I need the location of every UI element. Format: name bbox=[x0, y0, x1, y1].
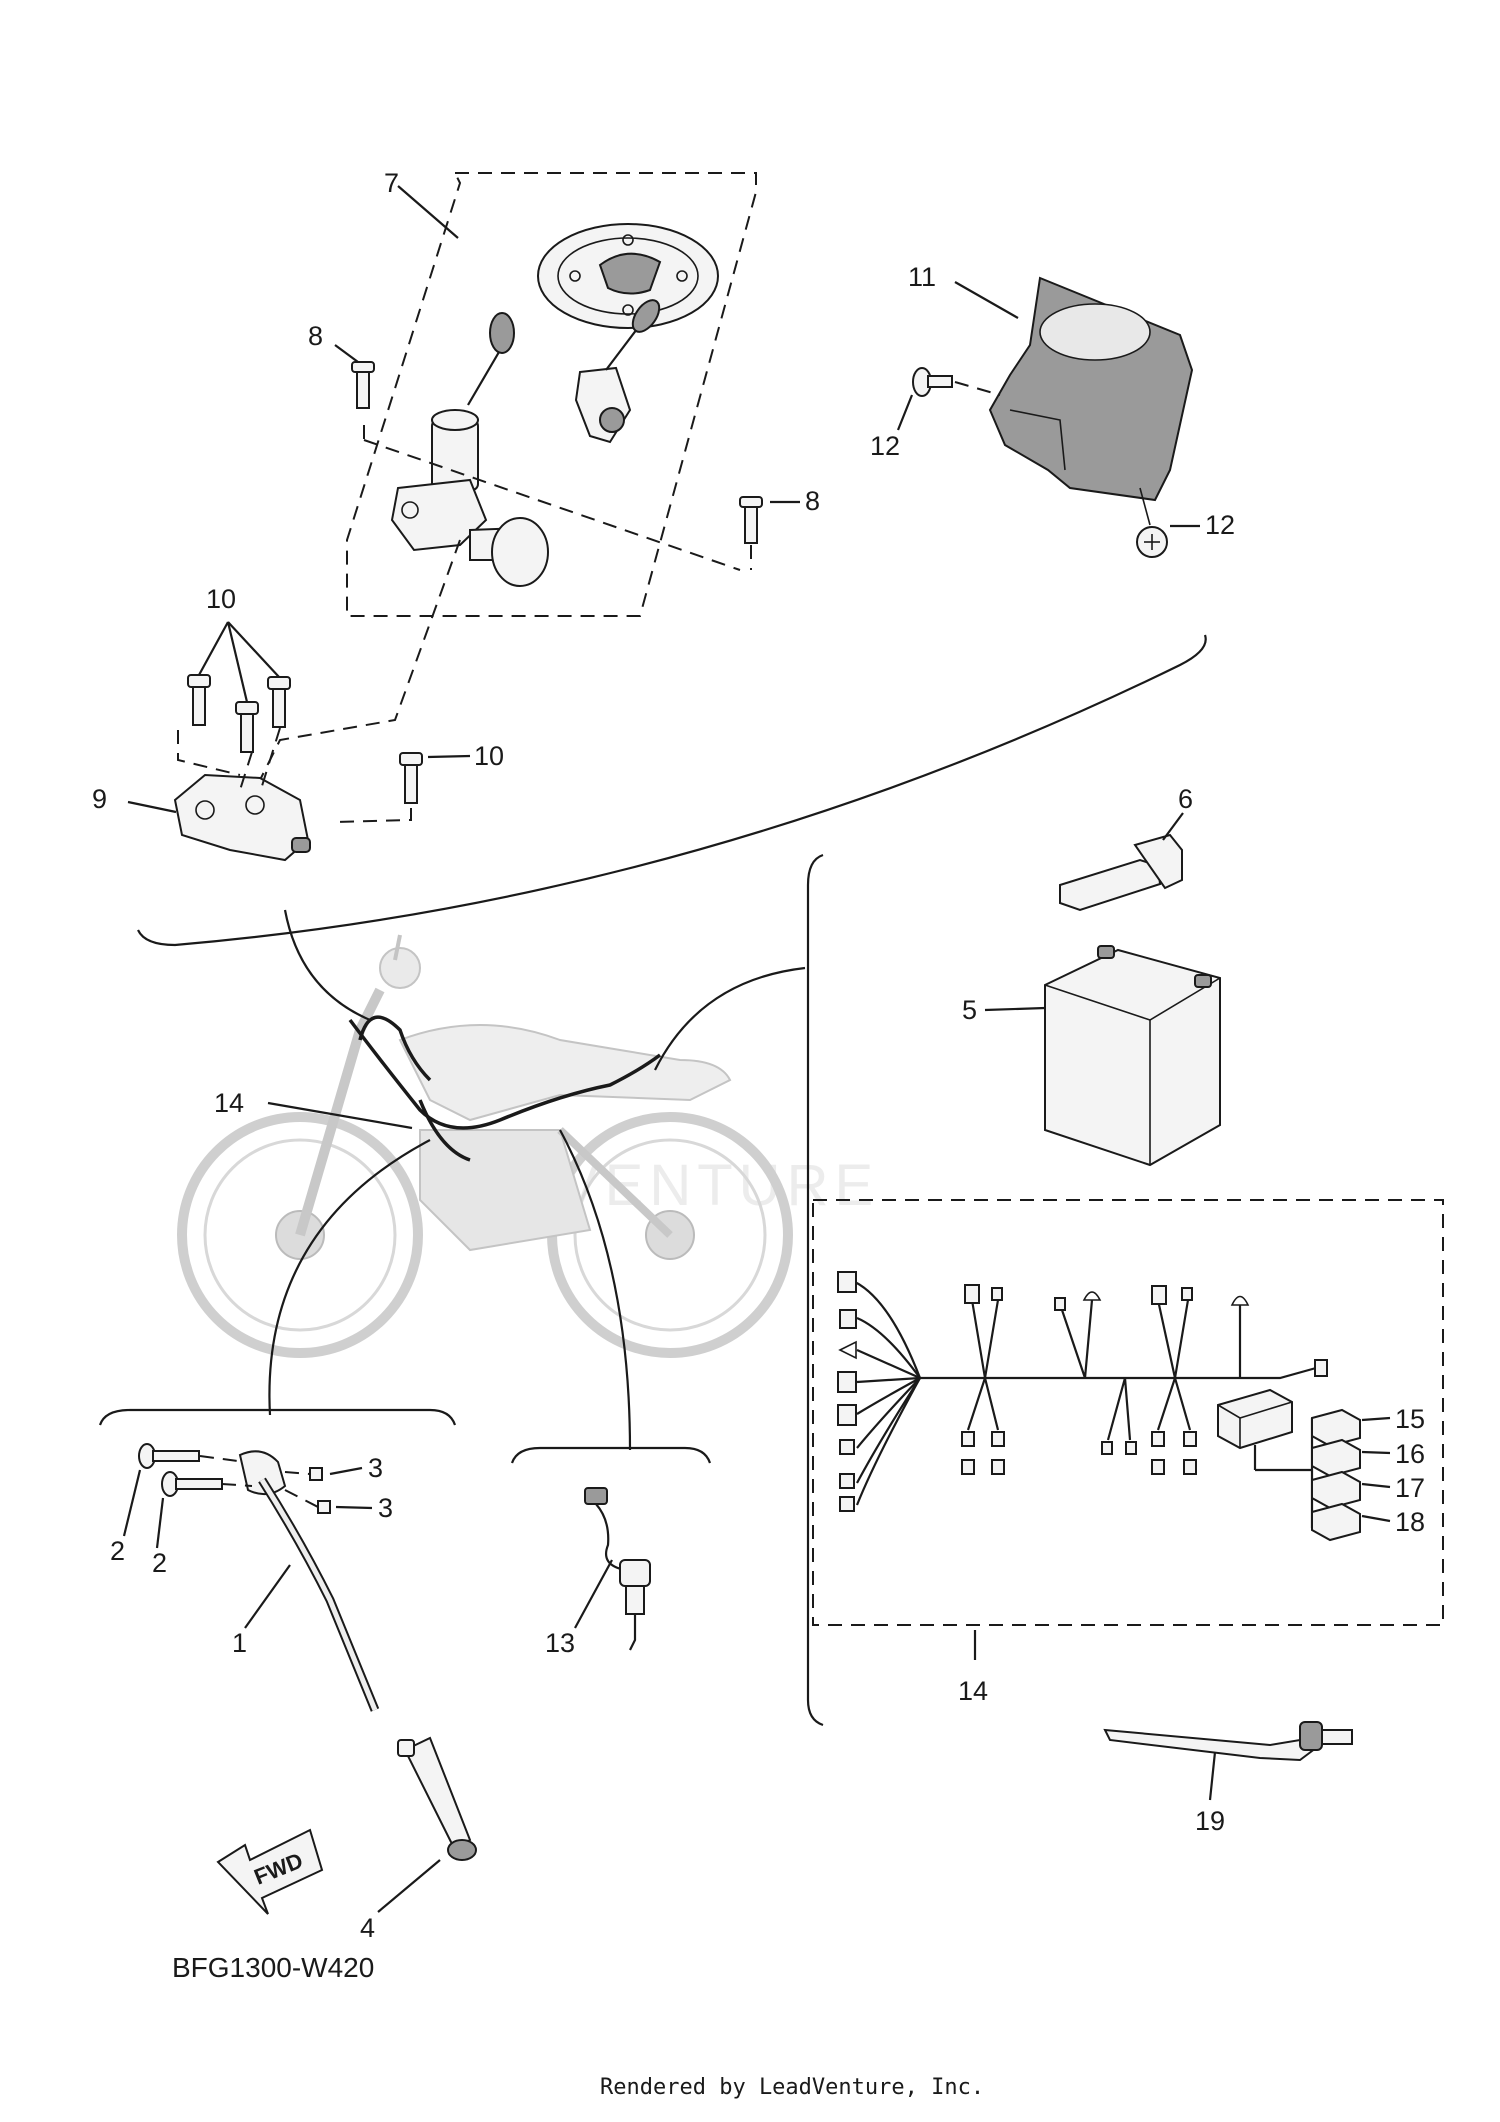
fuse-17 bbox=[1311, 1470, 1361, 1510]
fuse-18 bbox=[1311, 1502, 1361, 1542]
separator-right bbox=[806, 853, 824, 1727]
callout-1: 1 bbox=[232, 1628, 247, 1658]
separator-left bbox=[98, 1408, 457, 1426]
bolt-10-b bbox=[235, 701, 259, 753]
harness-connectors-mid bbox=[961, 1284, 1328, 1475]
callout-11: 11 bbox=[908, 262, 936, 292]
bolt-10-c bbox=[267, 676, 291, 728]
clamp-19 bbox=[1103, 1721, 1353, 1762]
wire-harness-14 bbox=[837, 1271, 1391, 1542]
callout-9: 9 bbox=[92, 784, 107, 814]
callout-12-right: 12 bbox=[1205, 510, 1235, 540]
watermark-text: VENTURE bbox=[560, 1153, 879, 1218]
fuse-box bbox=[1217, 1388, 1314, 1528]
cover-group-11 bbox=[896, 276, 1200, 558]
fuse-16 bbox=[1311, 1438, 1361, 1478]
fuel-cap bbox=[537, 223, 719, 329]
callout-2-a: 2 bbox=[110, 1536, 125, 1566]
screw-8-left bbox=[351, 361, 375, 409]
callout-14-kit: 14 bbox=[958, 1676, 988, 1706]
key bbox=[467, 312, 515, 406]
main-switch-group bbox=[259, 172, 800, 781]
bolt-2-b bbox=[161, 1471, 223, 1497]
fwd-arrow-icon: FWD bbox=[216, 1828, 324, 1915]
bolt-10-d bbox=[399, 752, 423, 804]
callout-18: 18 bbox=[1395, 1507, 1425, 1537]
collar-3-a bbox=[309, 1467, 323, 1481]
screw-12-right bbox=[1136, 526, 1168, 558]
callout-15: 15 bbox=[1395, 1404, 1425, 1434]
screw-12-left bbox=[912, 367, 953, 397]
fuse-15 bbox=[1311, 1408, 1361, 1448]
callout-8-left: 8 bbox=[308, 321, 323, 351]
separator-top bbox=[137, 634, 1207, 947]
motorcycle-illustration bbox=[177, 934, 793, 1358]
battery-band-6 bbox=[1059, 833, 1183, 912]
callout-14-bike: 14 bbox=[214, 1088, 244, 1118]
callout-19: 19 bbox=[1195, 1806, 1225, 1836]
cable-1-group bbox=[122, 1443, 477, 1913]
bolt-2-a bbox=[138, 1443, 200, 1469]
sensor-13 bbox=[574, 1487, 651, 1651]
callout-2-b: 2 bbox=[152, 1548, 167, 1578]
callout-3-b: 3 bbox=[378, 1493, 393, 1523]
callout-3-a: 3 bbox=[368, 1453, 383, 1483]
harness-on-bike bbox=[348, 1018, 662, 1130]
harness-kit-outline-14 bbox=[812, 1199, 1444, 1626]
diagram-code: BFG1300-W420 bbox=[172, 1952, 374, 1983]
bracket-group-9 bbox=[127, 621, 471, 862]
kit-outline-7 bbox=[346, 172, 757, 617]
footer-credit: Rendered by LeadVenture, Inc. bbox=[600, 2075, 984, 2100]
callout-10-top: 10 bbox=[206, 584, 236, 614]
callout-7: 7 bbox=[384, 168, 399, 198]
screw-8-right bbox=[739, 496, 763, 544]
bracket-9 bbox=[173, 773, 310, 862]
cap-lock bbox=[574, 299, 661, 444]
plug-cap-4 bbox=[397, 1736, 477, 1861]
harness-connectors-left bbox=[837, 1271, 857, 1512]
battery-5 bbox=[1044, 945, 1221, 1167]
callout-13: 13 bbox=[545, 1628, 575, 1658]
collar-3-b bbox=[317, 1500, 331, 1514]
callout-5: 5 bbox=[962, 995, 977, 1025]
bolt-10-a bbox=[187, 674, 211, 726]
callout-17: 17 bbox=[1395, 1473, 1425, 1503]
callout-16: 16 bbox=[1395, 1439, 1425, 1469]
callout-10-right: 10 bbox=[474, 741, 504, 771]
callout-4: 4 bbox=[360, 1913, 375, 1943]
callout-8-right: 8 bbox=[805, 486, 820, 516]
callout-12-left: 12 bbox=[870, 431, 900, 461]
callout-6: 6 bbox=[1178, 784, 1193, 814]
main-switch bbox=[390, 409, 549, 587]
